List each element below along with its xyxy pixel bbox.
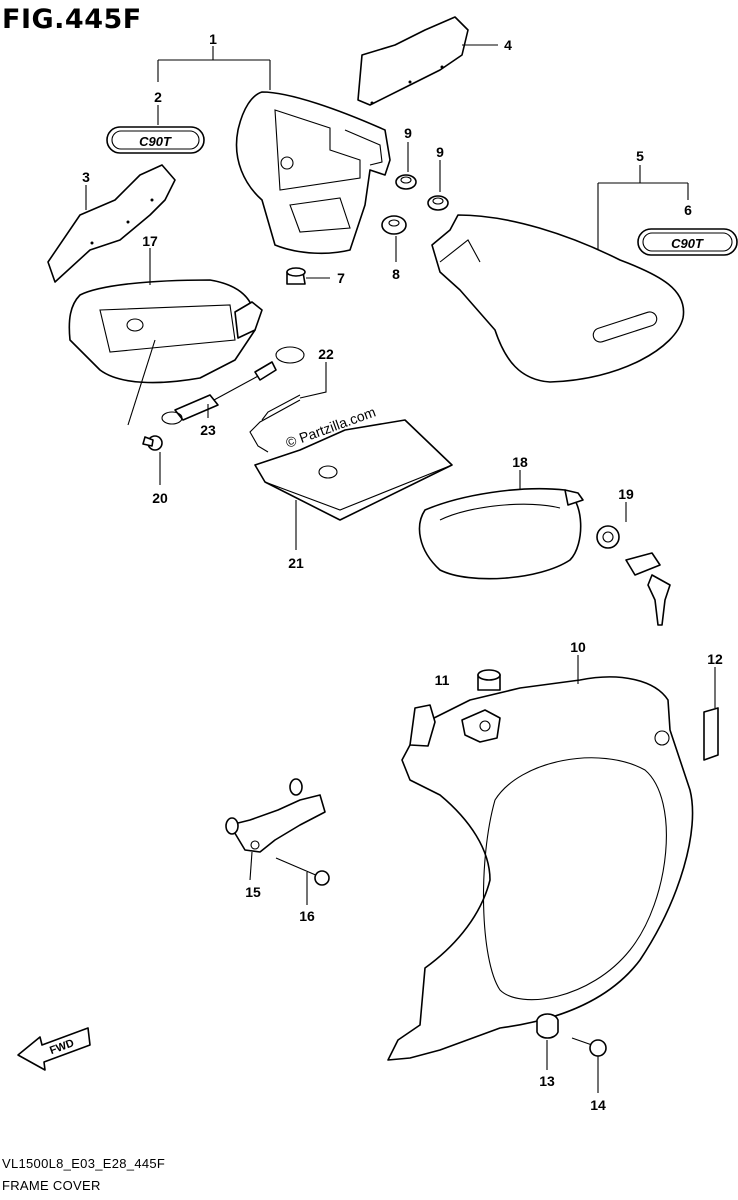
fwd-arrow-icon: FWD: [17, 1027, 91, 1071]
cover-part-18[interactable]: [418, 487, 584, 580]
model-code: VL1500L8_E03_E28_445F: [2, 1156, 166, 1171]
cushion-part-11[interactable]: [477, 669, 501, 691]
callout-19: 19: [618, 486, 634, 502]
callout-21: 21: [288, 555, 304, 571]
cable-part-23[interactable]: [161, 346, 305, 425]
left-frame-cover-part-1[interactable]: [235, 91, 391, 255]
callout-4: 4: [504, 37, 512, 53]
callout-2: 2: [154, 89, 162, 105]
callout-17: 17: [142, 233, 158, 249]
callout-6: 6: [684, 202, 692, 218]
callout-16: 16: [299, 908, 315, 924]
bracket-part-15[interactable]: [225, 778, 326, 853]
callout-5: 5: [636, 148, 644, 164]
callout-10: 10: [570, 639, 586, 655]
callout-22: 22: [318, 346, 334, 362]
wire-part-22[interactable]: [249, 394, 301, 453]
callout-9-a: 9: [404, 125, 412, 141]
emblem-part-6[interactable]: C90T: [637, 228, 738, 256]
callout-11: 11: [435, 672, 450, 688]
insulator-part-3[interactable]: [47, 164, 176, 283]
callout-15: 15: [245, 884, 261, 900]
cushion-part-7[interactable]: [286, 267, 306, 285]
lower-cover-part-10[interactable]: [387, 676, 694, 1061]
callout-13: 13: [539, 1073, 555, 1089]
callout-23: 23: [200, 422, 216, 438]
figure-title: FIG.445F: [2, 4, 142, 35]
emblem-text: C90T: [139, 134, 172, 149]
lock-set-part-19[interactable]: [596, 525, 671, 626]
insulator-part-4[interactable]: [357, 16, 469, 106]
callout-9-b: 9: [436, 144, 444, 160]
grommet-part-9[interactable]: [395, 174, 449, 211]
bolt-part-14[interactable]: [571, 1037, 607, 1057]
callout-7: 7: [337, 270, 345, 286]
figure-name: FRAME COVER: [2, 1178, 101, 1193]
callout-8: 8: [392, 266, 400, 282]
tool-bag-part-21[interactable]: [254, 419, 453, 521]
callout-14: 14: [590, 1097, 606, 1113]
grommet-part-8[interactable]: [381, 215, 407, 235]
bolt-part-20[interactable]: [142, 435, 163, 451]
callout-12: 12: [707, 651, 723, 667]
callout-labels: 1 2 3 4 5 6 7 8 9 9 10 11 12 13 14 15 16…: [82, 31, 723, 1113]
right-frame-cover-part-5[interactable]: [431, 214, 685, 383]
callout-1: 1: [209, 31, 217, 47]
callout-18: 18: [512, 454, 528, 470]
emblem-text-2: C90T: [671, 236, 704, 251]
label-part-12[interactable]: [703, 707, 719, 761]
leader-lines: [85, 44, 716, 1093]
tray-part-17[interactable]: [68, 279, 263, 384]
callout-20: 20: [152, 490, 168, 506]
callout-3: 3: [82, 169, 90, 185]
bolt-part-16[interactable]: [275, 857, 330, 886]
grommet-part-13[interactable]: [536, 1013, 559, 1039]
emblem-part-2[interactable]: C90T: [106, 126, 205, 154]
